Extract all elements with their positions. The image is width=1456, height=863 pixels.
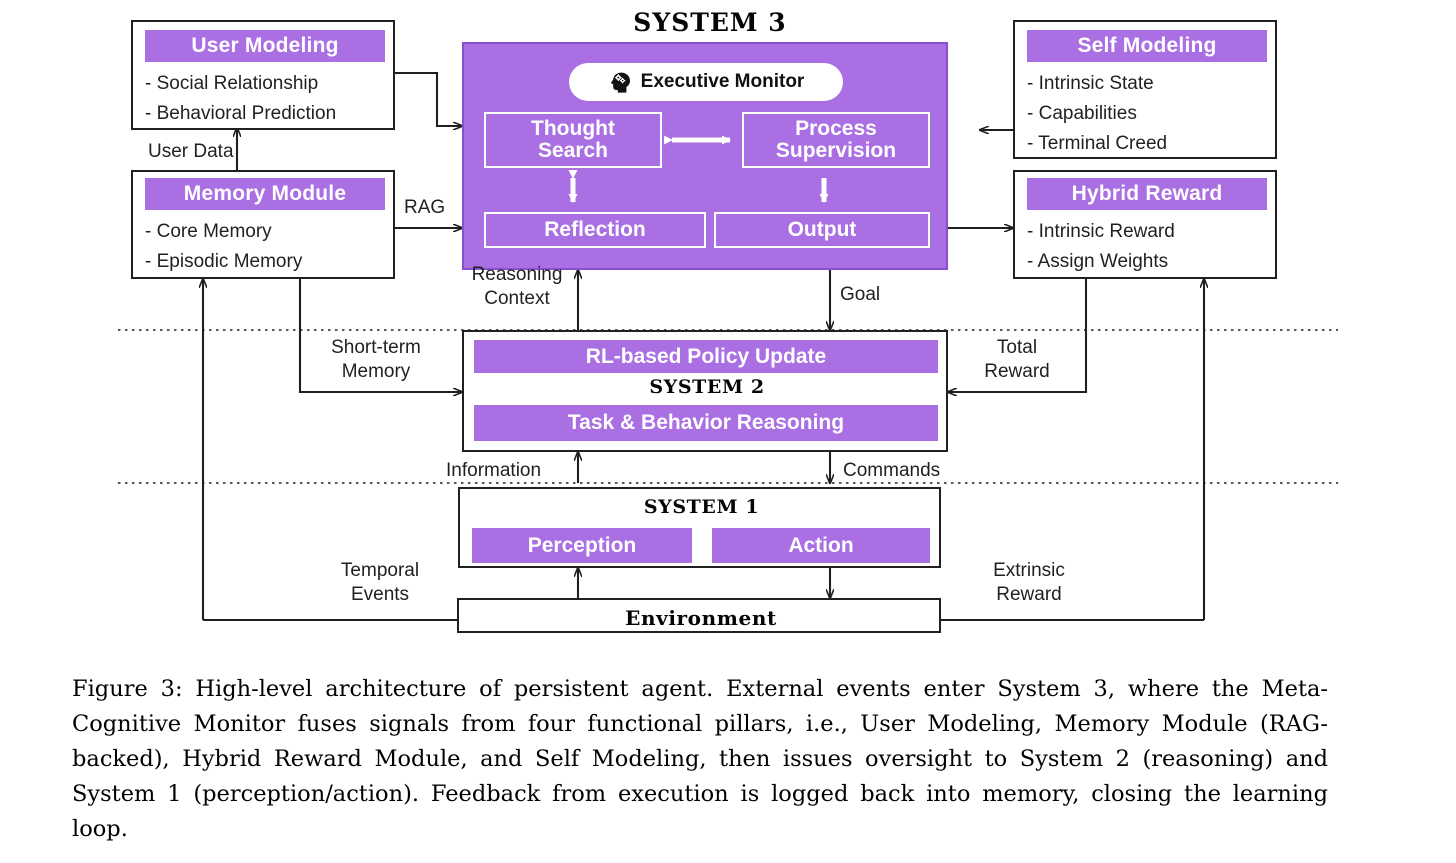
- system2-panel: RL-based Policy Update SYSTEM 2 Task & B…: [462, 330, 948, 452]
- edge-label-short-term-memory: Short-term Memory: [331, 337, 421, 382]
- rl-policy-update-bar[interactable]: RL-based Policy Update: [474, 340, 938, 373]
- edge-label-user-data: User Data: [148, 141, 234, 162]
- memory-module-header: Memory Module: [145, 178, 385, 210]
- user-modeling-header: User Modeling: [145, 30, 385, 62]
- edge-label-goal: Goal: [840, 284, 881, 305]
- reflection-cell[interactable]: Reflection: [484, 212, 706, 248]
- process-supervision-cell[interactable]: Process Supervision: [742, 112, 930, 168]
- memory-module-card: Memory Module - Core Memory - Episodic M…: [131, 170, 395, 279]
- perception-bar[interactable]: Perception: [472, 528, 692, 563]
- self-modeling-item: - Capabilities: [1027, 103, 1137, 124]
- edge-label-total-reward: Total Reward: [984, 337, 1050, 382]
- system3-inner-arrows: [568, 135, 829, 203]
- edge-label-reasoning-context: Reasoning Context: [471, 264, 563, 309]
- user-modeling-item: - Behavioral Prediction: [145, 103, 337, 124]
- edge-label-extrinsic-reward: Extrinsic Reward: [993, 560, 1065, 605]
- memory-module-item: - Core Memory: [145, 221, 272, 242]
- edge-label-commands: Commands: [843, 460, 941, 481]
- executive-monitor-pill[interactable]: Executive Monitor: [569, 63, 843, 101]
- edge-label-rag: RAG: [404, 197, 446, 218]
- memory-module-item: - Episodic Memory: [145, 251, 303, 272]
- task-behavior-reasoning-bar[interactable]: Task & Behavior Reasoning: [474, 405, 938, 441]
- system2-title: SYSTEM 2: [649, 376, 765, 398]
- hybrid-reward-item: - Assign Weights: [1027, 251, 1169, 272]
- user-modeling-item: - Social Relationship: [145, 73, 319, 94]
- edge-label-temporal-events: Temporal Events: [340, 560, 420, 605]
- edge-label-information: Information: [446, 460, 542, 481]
- self-modeling-header: Self Modeling: [1027, 30, 1267, 62]
- head-gears-icon: [608, 70, 632, 94]
- hybrid-reward-card: Hybrid Reward - Intrinsic Reward - Assig…: [1013, 170, 1277, 279]
- environment-title: Environment: [625, 606, 777, 630]
- figure-caption: Figure 3: High-level architecture of per…: [72, 676, 1328, 842]
- system3-panel: Executive Monitor Thought Search Process…: [462, 42, 948, 270]
- system1-panel: SYSTEM 1 Perception Action: [458, 487, 941, 568]
- thought-search-cell[interactable]: Thought Search: [484, 112, 662, 168]
- system1-title: SYSTEM 1: [643, 496, 760, 518]
- output-cell[interactable]: Output: [714, 212, 930, 248]
- user-modeling-card: User Modeling - Social Relationship - Be…: [131, 20, 395, 130]
- action-bar[interactable]: Action: [712, 528, 930, 563]
- environment-panel: Environment: [457, 598, 941, 633]
- hybrid-reward-header: Hybrid Reward: [1027, 178, 1267, 210]
- executive-monitor-label: Executive Monitor: [640, 71, 805, 92]
- system3-title: SYSTEM 3: [633, 8, 787, 37]
- self-modeling-card: Self Modeling - Intrinsic State - Capabi…: [1013, 20, 1277, 159]
- hybrid-reward-item: - Intrinsic Reward: [1027, 221, 1175, 242]
- self-modeling-item: - Terminal Creed: [1027, 133, 1168, 154]
- self-modeling-item: - Intrinsic State: [1027, 73, 1154, 94]
